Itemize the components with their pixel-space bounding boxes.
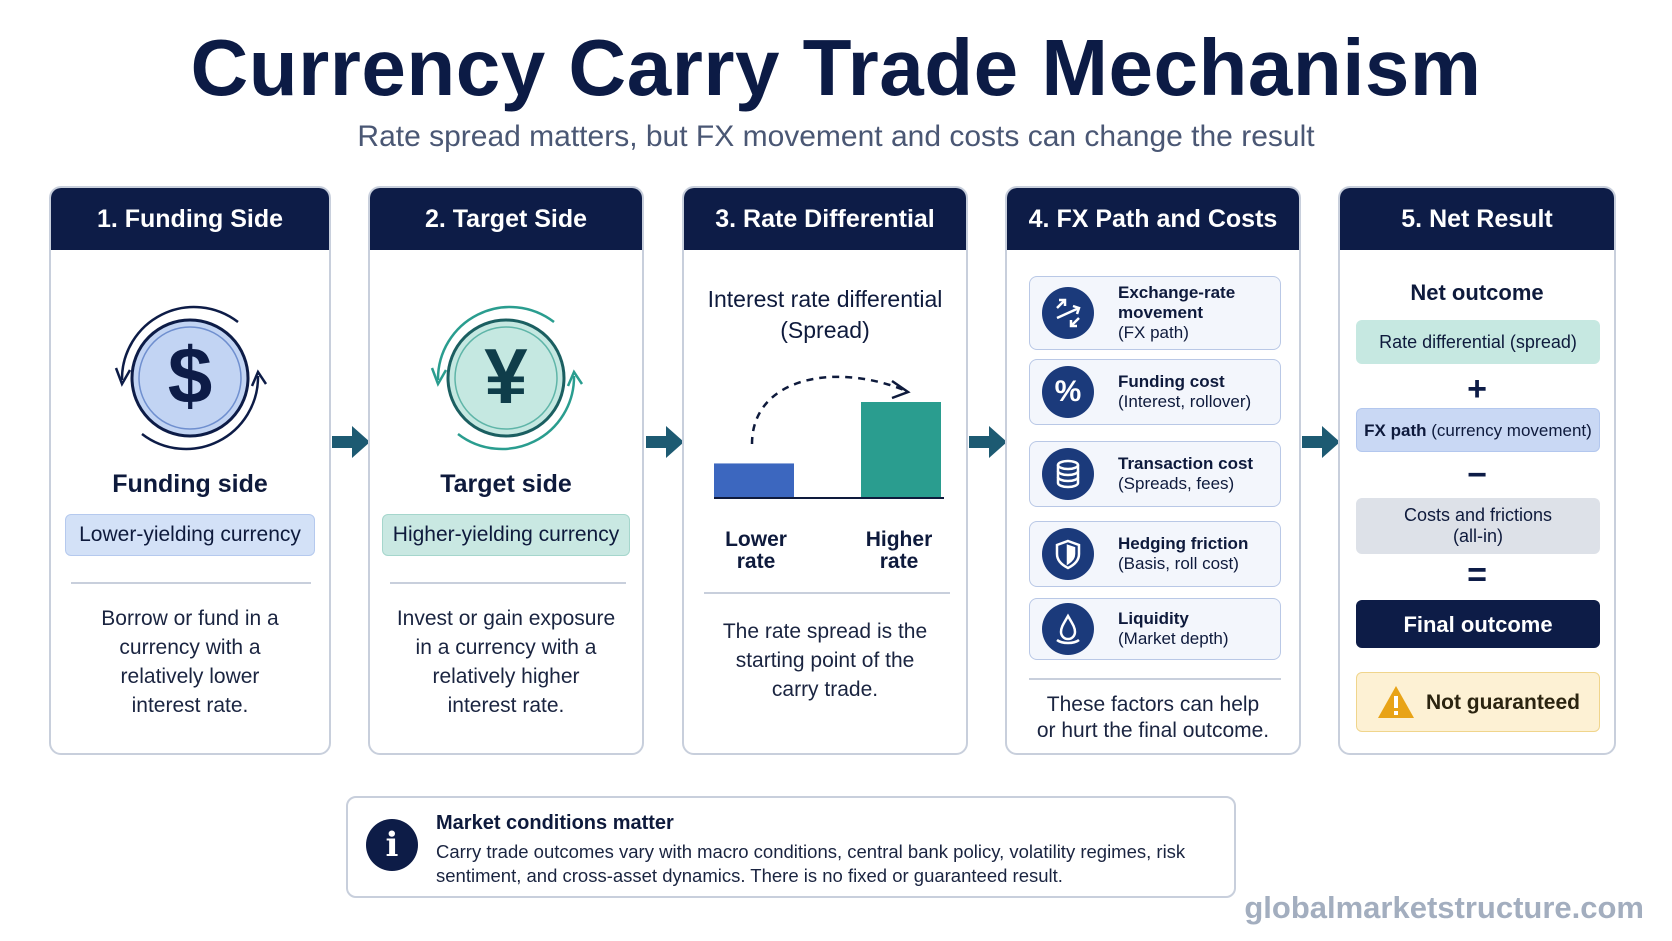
factor-transaction-cost: Transaction cost(Spreads, fees) — [1029, 441, 1281, 507]
divider — [390, 582, 626, 584]
exchange-arrows-icon — [1042, 287, 1094, 339]
flow-arrow-icon — [646, 426, 684, 458]
higher-rate-bar — [861, 402, 941, 498]
step-card-funding: 1. Funding Side $ Funding side Lower-yie… — [49, 186, 331, 755]
step-header: 1. Funding Side — [51, 188, 329, 250]
factor-funding-cost: % Funding cost(Interest, rollover) — [1029, 359, 1281, 425]
final-outcome-pill: Final outcome — [1356, 600, 1600, 648]
rate-bar-chart — [714, 375, 944, 499]
percent-icon: % — [1042, 366, 1094, 418]
site-watermark: globalmarketstructure.com — [1244, 890, 1644, 925]
funding-currency-pill: Lower-yielding currency — [65, 514, 315, 556]
divider — [704, 592, 950, 594]
factor-text: Transaction cost(Spreads, fees) — [1118, 454, 1254, 493]
factor-text: Hedging friction(Basis, roll cost) — [1118, 534, 1249, 573]
market-conditions-note: i Market conditions matter Carry trade o… — [346, 796, 1236, 898]
step-card-net-result: 5. Net Result Net outcome Rate different… — [1338, 186, 1616, 755]
step-header: 5. Net Result — [1340, 188, 1614, 250]
step-card-target: 2. Target Side ¥ Target side Higher-yiel… — [368, 186, 644, 755]
info-icon: i — [366, 819, 418, 871]
flow-arrow-icon — [969, 426, 1007, 458]
factor-hedging-friction: Hedging friction(Basis, roll cost) — [1029, 521, 1281, 587]
yen-symbol: ¥ — [484, 332, 528, 420]
step-header: 2. Target Side — [370, 188, 642, 250]
flow-arrow-icon — [332, 426, 370, 458]
yen-icon: ¥ — [416, 288, 596, 468]
warning-icon — [1377, 686, 1414, 718]
factor-liquidity: Liquidity(Market depth) — [1029, 598, 1281, 660]
differential-title: Interest rate differential(Spread) — [707, 286, 943, 343]
lower-rate-bar — [714, 463, 794, 498]
step-header: 4. FX Path and Costs — [1007, 188, 1299, 250]
step-card-rate-differential: 3. Rate Differential Interest rate diffe… — [682, 186, 968, 755]
equals-operator: = — [1467, 556, 1487, 594]
dollar-icon: $ — [100, 288, 280, 468]
divider — [1029, 678, 1281, 680]
plus-operator: + — [1467, 370, 1487, 408]
page-title: Currency Carry Trade Mechanism — [190, 23, 1482, 112]
spread-pill: Rate differential (spread) — [1356, 320, 1600, 364]
target-currency-pill: Higher-yielding currency — [382, 514, 630, 556]
target-side-label: Target side — [440, 470, 572, 498]
page-subtitle: Rate spread matters, but FX movement and… — [357, 120, 1315, 153]
factor-text: Liquidity(Market depth) — [1118, 609, 1229, 648]
not-guaranteed-badge: Not guaranteed — [1356, 672, 1600, 732]
fx-path-pill: FX path (currency movement) — [1356, 408, 1600, 452]
note-body: Carry trade outcomes vary with macro con… — [436, 841, 1186, 886]
droplet-icon — [1042, 603, 1094, 655]
dollar-symbol: $ — [168, 331, 213, 420]
flow-arrow-icon — [1302, 426, 1340, 458]
factor-text: Funding cost(Interest, rollover) — [1118, 372, 1252, 411]
step-header: 3. Rate Differential — [684, 188, 966, 250]
funding-side-label: Funding side — [112, 470, 268, 498]
net-outcome-title: Net outcome — [1410, 280, 1544, 305]
costs-pill: Costs and frictions(all-in) — [1356, 498, 1600, 554]
coin-stack-icon — [1042, 448, 1094, 500]
minus-operator: − — [1467, 456, 1487, 494]
divider — [71, 582, 311, 584]
shield-icon — [1042, 528, 1094, 580]
note-title: Market conditions matter — [436, 812, 674, 834]
